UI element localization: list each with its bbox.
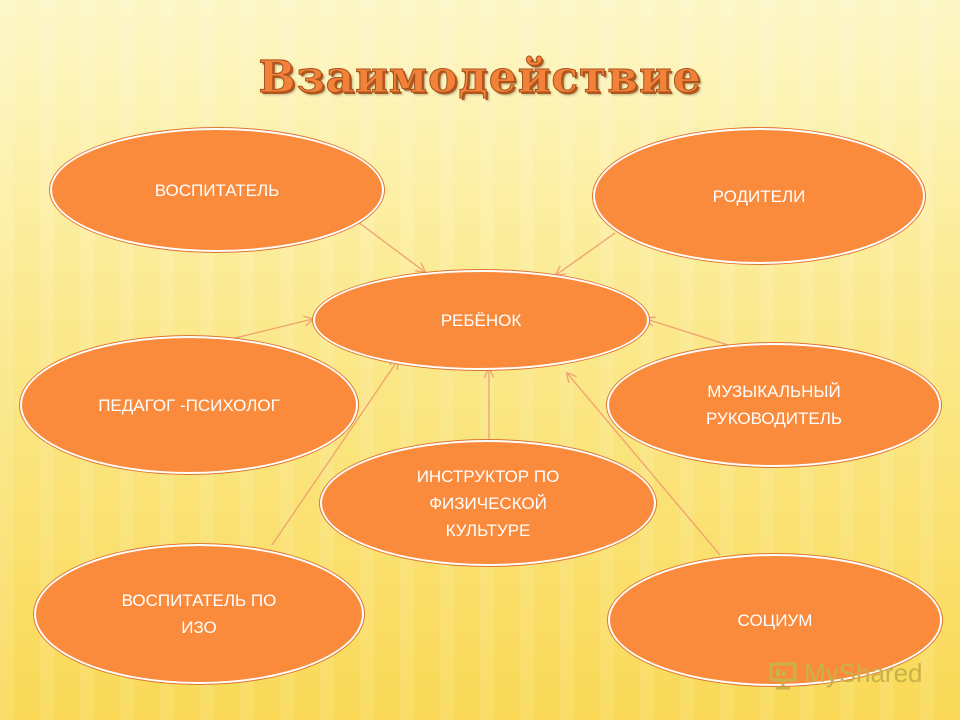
node-label-center: РЕБЁНОК: [440, 310, 522, 330]
arrow-muz: [646, 319, 729, 346]
arrow-vospitatel: [357, 221, 425, 272]
node-fiz: ИНСТРУКТОР ПО ФИЗИЧЕСКОЙ КУЛЬТУРЕ: [320, 440, 656, 566]
node-label-psiholog: ПЕДАГОГ -ПСИХОЛОГ: [98, 395, 280, 415]
node-label-vospitatel: ВОСПИТАТЕЛЬ: [154, 180, 280, 200]
arrow-roditeli: [556, 232, 616, 275]
slide-title: Взаимодействие: [258, 52, 702, 104]
node-muz: МУЗЫКАЛЬНЫЙ РУКОВОДИТЕЛЬ: [607, 343, 941, 467]
node-label-izo: ВОСПИТАТЕЛЬ ПО ИЗО: [121, 591, 277, 637]
node-center-rebenok: РЕБЁНОК: [313, 270, 649, 370]
myshared-logo: MyShared: [768, 658, 928, 694]
node-label-roditeli: РОДИТЕЛИ: [712, 186, 806, 206]
node-label-fiz: ИНСТРУКТОР ПО ФИЗИЧЕСКОЙ КУЛЬТУРЕ: [416, 466, 560, 540]
arrow-socium: [567, 373, 721, 556]
node-label-socium: СОЦИУМ: [737, 610, 813, 630]
arrow-psiholog: [234, 319, 313, 339]
node-label-muz: МУЗЫКАЛЬНЫЙ РУКОВОДИТЕЛЬ: [705, 382, 843, 428]
logo-text: MyShared: [804, 658, 923, 688]
node-vospitatel: ВОСПИТАТЕЛЬ: [50, 128, 384, 252]
node-roditeli: РОДИТЕЛИ: [593, 128, 925, 264]
node-psiholog: ПЕДАГОГ -ПСИХОЛОГ: [20, 336, 358, 474]
arrow-izo: [271, 360, 398, 546]
presentation-board-icon: [769, 662, 797, 690]
node-izo: ВОСПИТАТЕЛЬ ПО ИЗО: [34, 544, 364, 684]
